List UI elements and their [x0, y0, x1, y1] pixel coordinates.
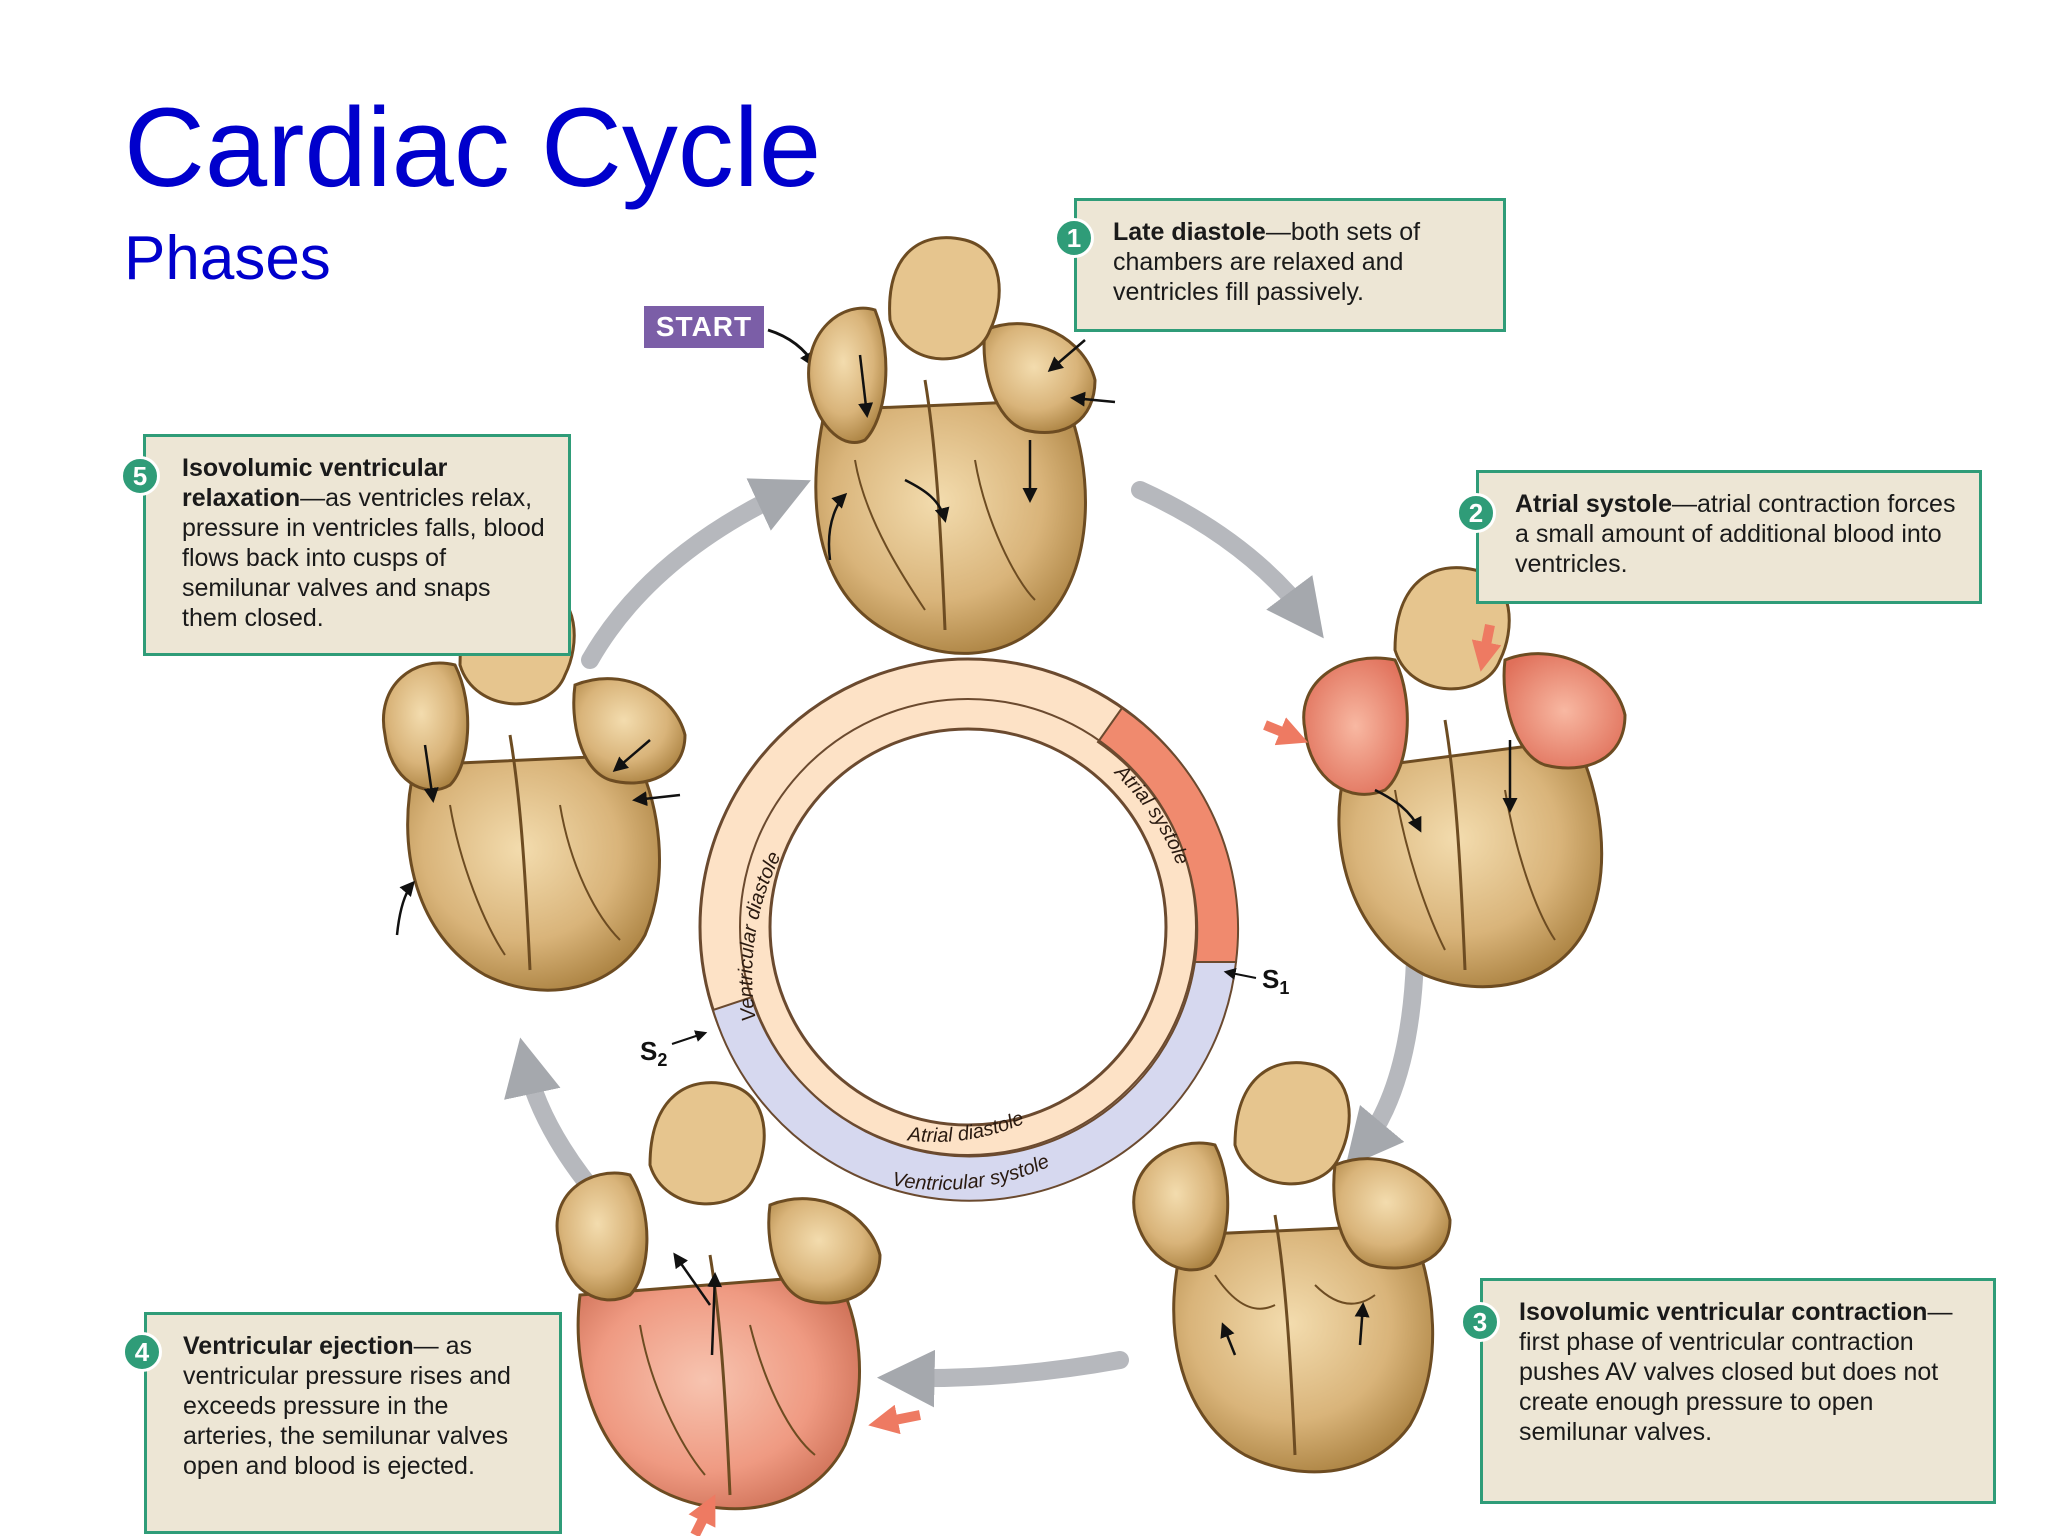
phase-2-heading: Atrial systole	[1515, 490, 1673, 518]
cycle-ring: Ventricular diastole Atrial systole Atri…	[698, 657, 1239, 1202]
phase-box-4: Ventricular ejection— as ventricular pre…	[144, 1312, 562, 1534]
s2-label: S2	[640, 1036, 667, 1070]
phase-4-text: — as ventricular pressure rises and exce…	[183, 1332, 511, 1480]
heart-5-isovolumic-relaxation	[382, 581, 687, 992]
ring-inner	[768, 727, 1168, 1127]
s1-pointer	[1223, 967, 1257, 980]
phase-5-number-badge: 5	[120, 456, 160, 496]
heart-2-atrial-systole	[1263, 566, 1627, 989]
phase-2-text: —atrial contraction forces a small amoun…	[1515, 490, 1956, 578]
phase-2-number-badge: 2	[1456, 493, 1496, 533]
page-title: Cardiac Cycle	[124, 85, 822, 210]
ring-ventricular-systole-segment	[711, 961, 1238, 1202]
phase-1-text: —both sets of chambers are relaxed and v…	[1113, 218, 1421, 306]
heart-sound-markers: S1 S2	[640, 964, 1289, 1070]
heart-3-isovolumic-contraction	[1132, 1061, 1452, 1474]
ring-divider	[739, 698, 1197, 1156]
cycle-arrow-5-to-1	[581, 478, 811, 669]
phase-5-text: —as ventricles relax, pressure in ventri…	[182, 484, 545, 632]
phase-3-heading: Isovolumic ventricular contraction	[1519, 1298, 1928, 1326]
cycle-arrow-2-to-3	[1345, 951, 1424, 1168]
phase-3-text: —first phase of ventricular contraction …	[1519, 1298, 1953, 1446]
phase-box-1: Late diastole—both sets of chambers are …	[1074, 198, 1506, 332]
phase-box-3: Isovolumic ventricular contraction—first…	[1480, 1278, 1996, 1504]
phase-5-heading: Isovolumic ventricular relaxation	[182, 454, 448, 512]
phase-box-2: Atrial systole—atrial contraction forces…	[1476, 470, 1982, 604]
phase-1-heading: Late diastole	[1113, 218, 1266, 246]
cycle-arrow-3-to-4	[876, 1349, 1129, 1408]
cycle-arrow-1-to-2	[1131, 481, 1324, 639]
s1-label: S1	[1262, 964, 1289, 998]
start-arrow	[767, 328, 817, 370]
start-badge: START	[644, 306, 764, 348]
heart-1-late-diastole	[807, 236, 1116, 655]
phase-3-number-badge: 3	[1460, 1302, 1500, 1342]
phase-4-number-badge: 4	[122, 1332, 162, 1372]
phase-4-heading: Ventricular ejection	[183, 1332, 414, 1360]
phase-box-5: Isovolumic ventricular relaxation—as ven…	[143, 434, 571, 656]
s2-pointer	[671, 1030, 708, 1045]
heart-4-ventricular-ejection	[555, 1081, 921, 1536]
phase-1-number-badge: 1	[1054, 218, 1094, 258]
page-subtitle: Phases	[124, 224, 331, 293]
